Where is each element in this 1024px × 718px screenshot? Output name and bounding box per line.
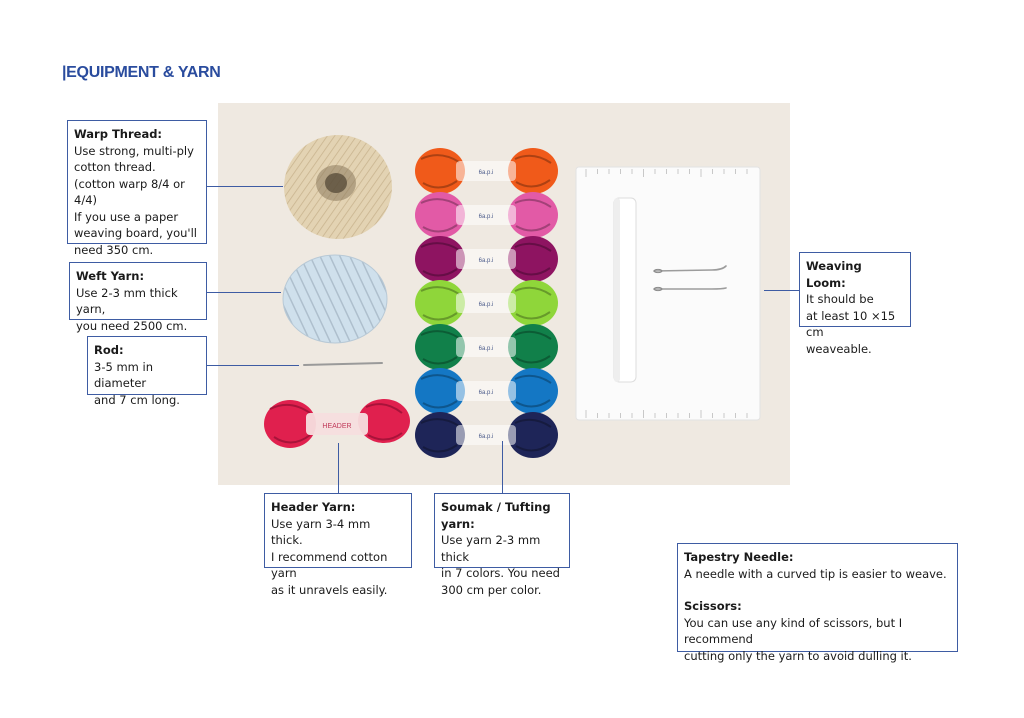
callout-heading: Header Yarn: — [271, 500, 356, 514]
soumak-skein: 6a.p.i — [415, 192, 558, 238]
skein-label: 6a.p.i — [479, 214, 494, 220]
soumak-skein: 6a.p.i — [415, 412, 558, 458]
rod-needle — [303, 362, 383, 366]
skein-label: 6a.p.i — [479, 258, 494, 264]
connector-line — [502, 441, 503, 493]
callout-heading: Weft Yarn: — [76, 269, 145, 283]
connector-line — [764, 290, 799, 291]
callout-heading: Soumak / Tufting yarn: — [441, 500, 551, 531]
soumak-skein: 6a.p.i — [415, 236, 558, 282]
callout-text: It should be at least 10 ×15 cm weaveabl… — [806, 292, 896, 356]
callout-text: Use yarn 2-3 mm thick in 7 colors. You n… — [441, 533, 560, 597]
skein-label: 6a.p.i — [479, 346, 494, 352]
page-title: |EQUIPMENT & YARN — [62, 64, 221, 81]
equipment-illustration: HEADER 6a.p.i6a.p.i6a.p.i6a.p.i6a.p.i6a.… — [264, 135, 761, 458]
skein-label: 6a.p.i — [479, 302, 494, 308]
callout-text: A needle with a curved tip is easier to … — [684, 566, 947, 581]
callout-header-yarn: Header Yarn: Use yarn 3-4 mm thick. I re… — [264, 493, 412, 597]
skein-label: 6a.p.i — [479, 434, 494, 440]
soumak-skeins: 6a.p.i 6a.p.i 6a.p.i 6a.p.i 6a.p.i 6a.p.i 6a.p… — [415, 148, 558, 458]
callout-text: Use 2-3 mm thick yarn, you need 2500 cm. — [76, 285, 188, 333]
callout-heading: Tapestry Needle: — [684, 550, 794, 564]
callout-text: You can use any kind of scissors, but I … — [684, 615, 912, 663]
callout-text: Use yarn 3-4 mm thick. I recommend cotto… — [271, 516, 388, 597]
connector-line — [207, 186, 283, 187]
skein-label: 6a.p.i — [479, 390, 494, 396]
tapestry-needles — [653, 265, 727, 292]
callout-heading: Rod: — [94, 343, 124, 357]
header-yarn-skein: HEADER — [264, 399, 410, 448]
callout-heading: Weaving Loom: — [806, 259, 862, 290]
callout-needle-scissors: Tapestry Needle: A needle with a curved … — [677, 543, 958, 663]
callout-soumak-yarn: Soumak / Tufting yarn: Use yarn 2-3 mm t… — [434, 493, 570, 597]
weaving-loom-board — [575, 166, 761, 421]
callout-weft-yarn: Weft Yarn: Use 2-3 mm thick yarn, you ne… — [69, 262, 207, 333]
weft-yarn-ball — [282, 254, 388, 344]
callout-heading: Warp Thread: — [74, 127, 163, 141]
callout-text: Use strong, multi-ply cotton thread. (co… — [74, 143, 197, 257]
callout-rod: Rod: 3-5 mm in diameter and 7 cm long. — [87, 336, 207, 407]
connector-line — [338, 443, 339, 493]
soumak-skein: 6a.p.i — [415, 280, 558, 326]
soumak-skein: 6a.p.i — [415, 148, 558, 194]
soumak-skein: 6a.p.i — [415, 368, 558, 414]
connector-line — [207, 292, 281, 293]
soumak-skein: 6a.p.i — [415, 324, 558, 370]
header-skein-label: HEADER — [322, 423, 351, 430]
callout-text: 3-5 mm in diameter and 7 cm long. — [94, 359, 180, 407]
callout-warp-thread: Warp Thread: Use strong, multi-ply cotto… — [67, 120, 207, 257]
callout-heading: Scissors: — [684, 599, 742, 613]
callout-weaving-loom: Weaving Loom: It should be at least 10 ×… — [799, 252, 911, 356]
skein-label: 6a.p.i — [479, 170, 494, 176]
warp-thread-ball — [284, 135, 392, 239]
connector-line — [207, 365, 299, 366]
